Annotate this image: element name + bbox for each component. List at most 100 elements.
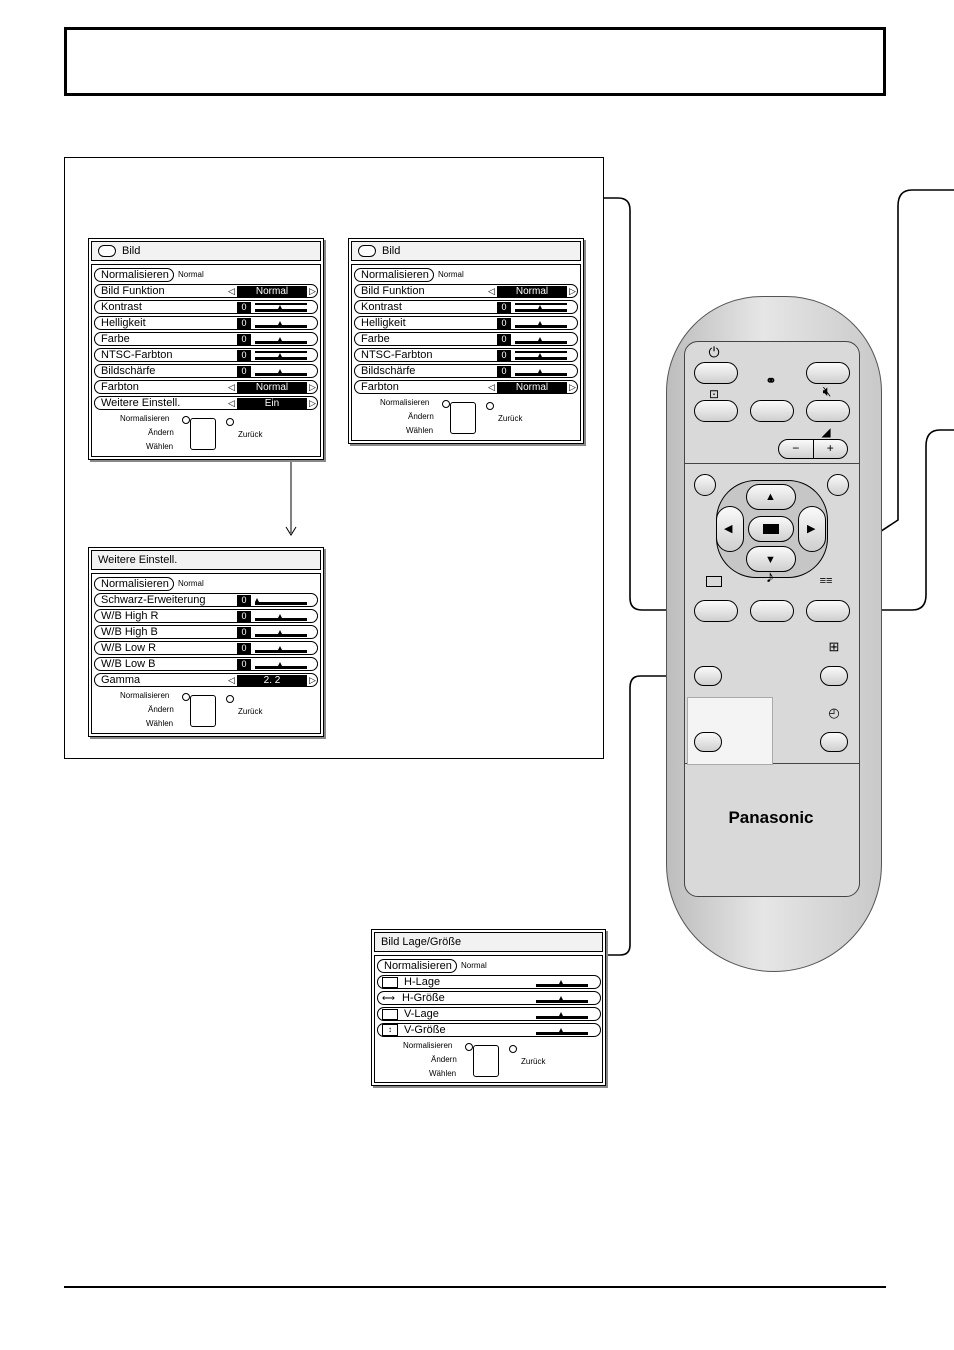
return-button[interactable] (827, 474, 849, 496)
volume-rocker[interactable]: − + (778, 439, 848, 459)
nav-legend: Normalisieren Ändern Wählen Zurück (375, 1041, 605, 1085)
row-ntsc-farbton[interactable]: NTSC-Farbton 0 (94, 348, 318, 362)
normalize-button[interactable]: Normalisieren (354, 268, 434, 282)
legend-change: Ändern (408, 412, 434, 421)
normal-tag: Normal (178, 270, 204, 279)
legend-normalize: Normalisieren (120, 691, 170, 700)
volume-up-button[interactable]: + (826, 441, 834, 455)
row-farbe[interactable]: Farbe 0 (354, 332, 578, 346)
osd-header: Bild Lage/Größe (374, 932, 603, 952)
input-button[interactable] (694, 400, 738, 422)
slider-bar (255, 303, 307, 312)
row-helligkeit[interactable]: Helligkeit 0 (354, 316, 578, 330)
normalize-key-icon (182, 693, 190, 701)
row-kontrast[interactable]: Kontrast 0 (354, 300, 578, 314)
slider-bar (255, 351, 307, 360)
aspect-button[interactable] (750, 400, 794, 422)
row-bildschaerfe[interactable]: Bildschärfe 0 (94, 364, 318, 378)
up-button[interactable]: ▲ (746, 484, 796, 510)
multi-window-button[interactable] (806, 362, 850, 384)
left-arrow-icon: ◁ (488, 286, 495, 296)
slider-bar (255, 612, 307, 621)
function-button[interactable] (694, 732, 722, 752)
row-bildschaerfe[interactable]: Bildschärfe 0 (354, 364, 578, 378)
recall-button[interactable] (694, 474, 716, 496)
action-button[interactable] (748, 516, 794, 542)
setup-button[interactable] (806, 600, 850, 622)
row-value: 0 (237, 318, 251, 329)
v-position-icon (382, 1008, 398, 1020)
row-wb-low-b[interactable]: W/B Low B 0 (94, 657, 318, 671)
h-size-icon: ⟷ (382, 993, 395, 1003)
row-v-groesse[interactable]: ↕ V-Größe (377, 1023, 601, 1037)
row-value: 0 (497, 334, 511, 345)
row-schwarz-erweiterung[interactable]: Schwarz-Erweiterung 0 (94, 593, 318, 607)
row-label: Kontrast (361, 301, 402, 313)
row-bild-funktion[interactable]: Bild Funktion ◁ Normal ▷ (94, 284, 318, 298)
position-button[interactable] (694, 666, 722, 686)
mute-button[interactable] (806, 400, 850, 422)
row-h-lage[interactable]: H-Lage (377, 975, 601, 989)
power-button[interactable] (694, 362, 738, 384)
row-label: Bildschärfe (101, 365, 156, 377)
row-farbton[interactable]: Farbton ◁ Normal ▷ (354, 380, 578, 394)
row-label: Farbton (361, 381, 399, 393)
off-timer-button[interactable] (820, 732, 848, 752)
normalize-button[interactable]: Normalisieren (377, 959, 457, 973)
right-button[interactable]: ▶ (798, 506, 826, 552)
row-h-groesse[interactable]: ⟷ H-Größe (377, 991, 601, 1005)
row-label: Helligkeit (101, 317, 146, 329)
right-arrow-icon: ▷ (309, 382, 316, 392)
multi-window-icon: ⚭ (765, 373, 777, 388)
row-weitere-einstell[interactable]: Weitere Einstell. ◁ Ein ▷ (94, 396, 318, 410)
row-ntsc-farbton[interactable]: NTSC-Farbton 0 (354, 348, 578, 362)
row-farbe[interactable]: Farbe 0 (94, 332, 318, 346)
row-label: NTSC-Farbton (101, 349, 173, 361)
row-kontrast[interactable]: Kontrast 0 (94, 300, 318, 314)
row-bild-funktion[interactable]: Bild Funktion ◁ Normal ▷ (354, 284, 578, 298)
normal-tag: Normal (178, 579, 204, 588)
row-label: H-Größe (402, 992, 445, 1004)
left-button[interactable]: ◀ (716, 506, 744, 552)
row-wb-high-b[interactable]: W/B High B 0 (94, 625, 318, 639)
row-farbton[interactable]: Farbton ◁ Normal ▷ (94, 380, 318, 394)
row-label: Bildschärfe (361, 365, 416, 377)
remote-blank-panel (687, 697, 773, 765)
row-value: 0 (497, 318, 511, 329)
sound-button[interactable] (750, 600, 794, 622)
slider-bar (515, 303, 567, 312)
row-label: H-Lage (404, 976, 441, 988)
osd-menu-bild-extended: Bild Normalisieren Normal Bild Funktion … (88, 238, 324, 460)
cursor-pad-icon (190, 695, 216, 727)
right-arrow-icon: ▷ (309, 675, 316, 685)
row-value: 0 (237, 350, 251, 361)
row-v-lage[interactable]: V-Lage (377, 1007, 601, 1021)
slider-bar (255, 660, 307, 669)
nav-legend: Normalisieren Ändern Wählen Zurück (92, 414, 322, 458)
split-screen-button[interactable] (820, 666, 848, 686)
row-label: Bild Funktion (361, 285, 425, 297)
row-gamma[interactable]: Gamma ◁ 2. 2 ▷ (94, 673, 318, 687)
osd-title: Bild Lage/Größe (381, 936, 462, 948)
row-wb-high-r[interactable]: W/B High R 0 (94, 609, 318, 623)
picture-button[interactable] (694, 600, 738, 622)
left-arrow-icon: ◁ (228, 286, 235, 296)
row-value: 0 (237, 302, 251, 313)
normal-tag: Normal (438, 270, 464, 279)
return-key-icon (226, 695, 234, 703)
down-button[interactable]: ▼ (746, 546, 796, 572)
normalize-key-icon (442, 400, 450, 408)
row-helligkeit[interactable]: Helligkeit 0 (94, 316, 318, 330)
row-wb-low-r[interactable]: W/B Low R 0 (94, 641, 318, 655)
cursor-pad-icon (450, 402, 476, 434)
row-label: V-Lage (404, 1008, 439, 1020)
row-value: 0 (237, 627, 251, 638)
normalize-button[interactable]: Normalisieren (94, 268, 174, 282)
normalize-key-icon (182, 416, 190, 424)
row-label: Farbe (361, 333, 390, 345)
setup-icon: ≡≡ (819, 575, 833, 587)
normalize-button[interactable]: Normalisieren (94, 577, 174, 591)
volume-down-button[interactable]: − (779, 440, 814, 458)
volume-icon: ◢ (821, 425, 831, 439)
slider-bar (255, 596, 307, 605)
